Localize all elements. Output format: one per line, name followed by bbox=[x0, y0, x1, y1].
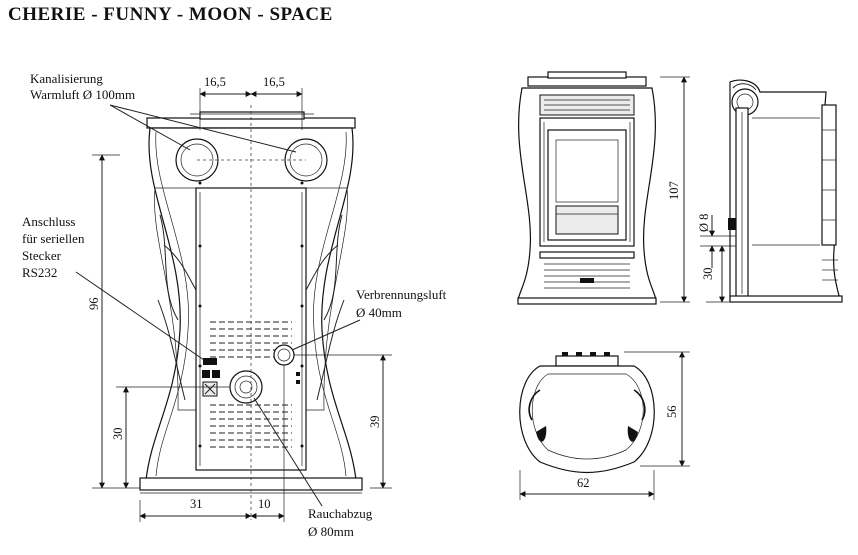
front-view: 107 bbox=[517, 71, 690, 305]
label-combustion-line2: Ø 40mm bbox=[356, 305, 402, 320]
dim-side-pipe: Ø 8 bbox=[697, 214, 711, 232]
label-serial-line2: für seriellen bbox=[22, 231, 85, 246]
dim-bottom-right: 10 bbox=[258, 497, 271, 511]
label-flue-line2: Ø 80mm bbox=[308, 524, 354, 539]
combustion-air-inlet bbox=[273, 344, 295, 366]
dim-bottom-left: 31 bbox=[190, 497, 203, 511]
dim-top-right: 16,5 bbox=[263, 75, 285, 89]
dim-height-back: 96 bbox=[87, 298, 101, 311]
serial-connector-rs232 bbox=[203, 358, 217, 365]
rear-labels: Kanalisierung Warmluft Ø 100mm Anschluss… bbox=[22, 71, 447, 539]
power-switch bbox=[202, 370, 210, 378]
dim-flue-height-right: 39 bbox=[368, 416, 382, 429]
rear-view bbox=[139, 88, 363, 520]
label-flue-line1: Rauchabzug bbox=[308, 506, 373, 521]
side-view: Ø 8 30 bbox=[697, 79, 843, 303]
top-view-outline bbox=[519, 365, 655, 474]
dim-top-left: 16,5 bbox=[204, 75, 226, 89]
top-view: 62 56 bbox=[519, 351, 690, 500]
label-warm-air-line1: Kanalisierung bbox=[30, 71, 103, 86]
label-warm-air-line2: Warmluft Ø 100mm bbox=[30, 87, 135, 102]
dim-front-height: 107 bbox=[667, 181, 681, 200]
dim-side-height: 30 bbox=[701, 268, 715, 281]
label-serial-line4: RS232 bbox=[22, 265, 57, 280]
dim-top-width: 62 bbox=[577, 476, 590, 490]
label-serial-line3: Stecker bbox=[22, 248, 62, 263]
rear-top-handle bbox=[199, 111, 305, 120]
label-serial-line1: Anschluss bbox=[22, 214, 75, 229]
rear-dimensions: 16,5 16,5 96 30 39 31 10 bbox=[87, 75, 392, 522]
dim-flue-height-left: 30 bbox=[111, 428, 125, 441]
diagram-title: CHERIE - FUNNY - MOON - SPACE bbox=[8, 4, 333, 25]
dim-top-depth: 56 bbox=[665, 406, 679, 419]
label-combustion-line1: Verbrennungsluft bbox=[356, 287, 447, 302]
